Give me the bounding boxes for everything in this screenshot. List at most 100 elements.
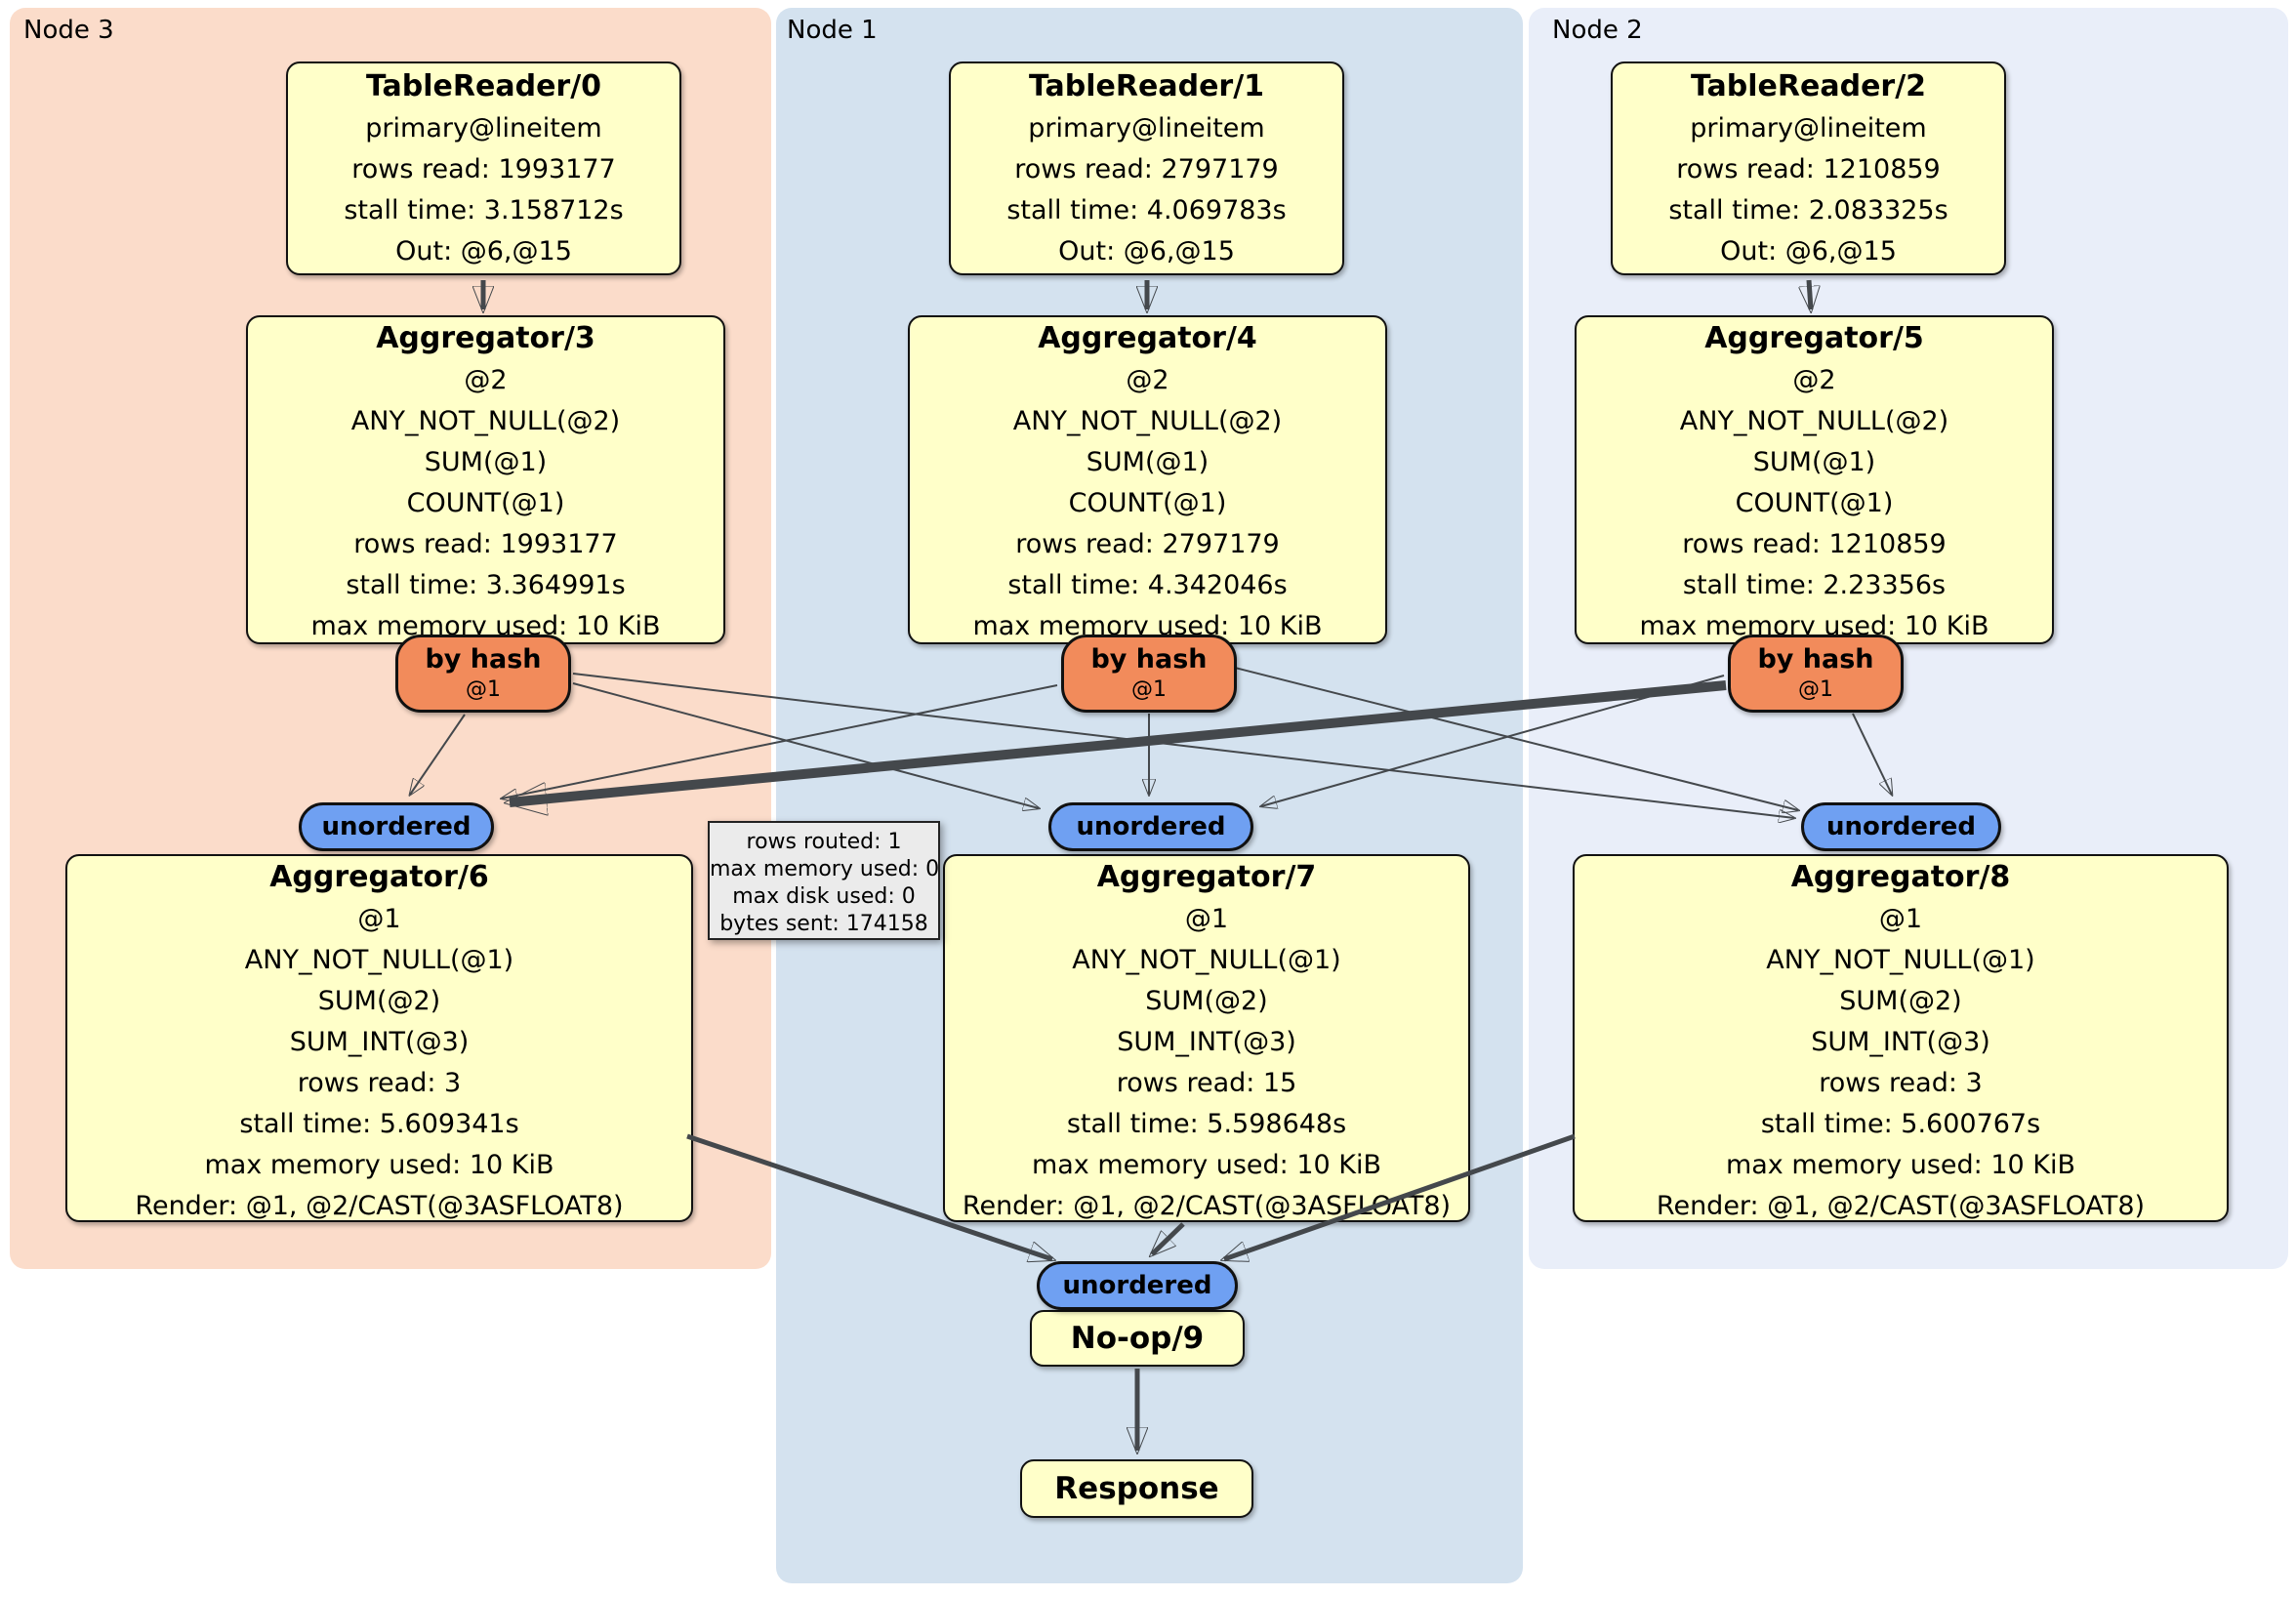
processor-line: SUM(@2): [1839, 986, 1962, 1016]
edge-aggregator8-final: [1224, 1133, 1576, 1259]
processor-line: stall time: 5.600767s: [1760, 1109, 2041, 1139]
processor-title: TableReader/0: [365, 69, 602, 103]
router-columns: @1: [466, 677, 501, 702]
processor-line: SUM(@1): [1086, 447, 1210, 477]
router-by-hash-node3[interactable]: by hash @1: [395, 635, 571, 713]
processor-line: ANY_NOT_NULL(@1): [1766, 945, 2035, 975]
processor-box-aggregator-5[interactable]: Aggregator/5 @2 ANY_NOT_NULL(@2) SUM(@1)…: [1575, 315, 2054, 644]
processor-box-aggregator-6[interactable]: Aggregator/6 @1 ANY_NOT_NULL(@1) SUM(@2)…: [65, 854, 693, 1222]
processor-line: SUM_INT(@3): [289, 1027, 470, 1057]
processor-line: ANY_NOT_NULL(@2): [350, 406, 621, 436]
router-by-hash-node2[interactable]: by hash @1: [1728, 635, 1904, 713]
processor-line: COUNT(@1): [1068, 488, 1227, 518]
processor-title: Aggregator/4: [1038, 321, 1257, 355]
stream-stats-tooltip: rows routed: 1 max memory used: 0 max di…: [708, 821, 940, 940]
processor-line: SUM_INT(@3): [1811, 1027, 1990, 1057]
processor-line: @2: [464, 365, 508, 395]
edge-hash5-unordered2: [1852, 713, 1892, 795]
stream-unordered-node2[interactable]: unordered: [1801, 802, 2001, 851]
router-columns: @1: [1131, 677, 1167, 702]
processor-title: Aggregator/6: [269, 860, 489, 894]
processor-line: Out: @6,@15: [1058, 236, 1235, 266]
processor-line: max memory used: 10 KiB: [1031, 1150, 1382, 1180]
processor-line: @2: [1126, 365, 1169, 395]
region-label-node3: Node 3: [23, 16, 114, 45]
processor-line: rows read: 1993177: [353, 529, 618, 559]
processor-line: @1: [357, 904, 401, 934]
processor-line: SUM_INT(@3): [1117, 1027, 1296, 1057]
processor-line: SUM(@1): [1752, 447, 1876, 477]
tooltip-line: max disk used: 0: [732, 884, 916, 909]
processor-line: rows read: 3: [297, 1068, 462, 1098]
edge-hash4-unordered2: [1234, 667, 1798, 810]
processor-title: Aggregator/8: [1790, 860, 2011, 894]
stream-unordered-node3[interactable]: unordered: [299, 802, 494, 851]
processor-line: ANY_NOT_NULL(@2): [1679, 406, 1949, 436]
processor-line: rows read: 2797179: [1014, 154, 1279, 184]
processor-line: rows read: 15: [1116, 1068, 1297, 1098]
processor-line: stall time: 3.158712s: [344, 195, 624, 225]
edge-hash4-unordered3: [502, 684, 1058, 798]
tooltip-line: bytes sent: 174158: [719, 912, 928, 936]
processor-title: TableReader/2: [1690, 69, 1927, 103]
router-label: by hash: [425, 644, 542, 675]
edge-aggregator6-final: [686, 1133, 1052, 1259]
processor-box-noop-9[interactable]: No-op/9: [1030, 1310, 1245, 1367]
processor-line: SUM(@2): [317, 986, 441, 1016]
processor-line: SUM(@1): [424, 447, 548, 477]
edge-hash5-unordered3-heavy[interactable]: [510, 680, 1727, 802]
processor-line: primary@lineitem: [1690, 113, 1927, 143]
router-by-hash-node1[interactable]: by hash @1: [1061, 635, 1237, 713]
processor-line: primary@lineitem: [1028, 113, 1265, 143]
processor-line: stall time: 4.069783s: [1006, 195, 1287, 225]
processor-line: primary@lineitem: [365, 113, 602, 143]
stream-unordered-node1[interactable]: unordered: [1048, 802, 1253, 851]
processor-line: max memory used: 10 KiB: [204, 1150, 554, 1180]
edge-tablereader2-aggregator5: [1809, 279, 1811, 309]
processor-box-response[interactable]: Response: [1020, 1459, 1253, 1518]
processor-box-tablereader-0[interactable]: TableReader/0 primary@lineitem rows read…: [286, 61, 681, 275]
tooltip-line: max memory used: 0: [710, 857, 940, 881]
processor-line: ANY_NOT_NULL(@1): [1072, 945, 1341, 975]
processor-line: rows read: 1210859: [1676, 154, 1941, 184]
region-label-node1: Node 1: [787, 16, 878, 45]
edge-hash3-unordered1: [572, 682, 1039, 808]
processor-line: stall time: 2.23356s: [1682, 570, 1947, 600]
processor-line: stall time: 2.083325s: [1668, 195, 1948, 225]
processor-line: stall time: 5.598648s: [1066, 1109, 1347, 1139]
edge-hash3-unordered3: [410, 714, 466, 795]
processor-title: Response: [1054, 1471, 1219, 1506]
router-label: by hash: [1757, 644, 1874, 675]
processor-box-aggregator-8[interactable]: Aggregator/8 @1 ANY_NOT_NULL(@1) SUM(@2)…: [1573, 854, 2229, 1222]
tooltip-line: rows routed: 1: [746, 830, 902, 854]
edge-aggregator7-final: [1152, 1222, 1185, 1254]
edge-hash3-unordered2: [572, 673, 1794, 818]
processor-title: Aggregator/5: [1704, 321, 1924, 355]
processor-box-tablereader-1[interactable]: TableReader/1 primary@lineitem rows read…: [949, 61, 1344, 275]
processor-line: @1: [1878, 904, 1923, 934]
stream-unordered-final[interactable]: unordered: [1037, 1261, 1238, 1310]
processor-line: Out: @6,@15: [395, 236, 572, 266]
processor-line: Render: @1, @2/CAST(@3ASFLOAT8): [1656, 1191, 2146, 1221]
processor-box-aggregator-7[interactable]: Aggregator/7 @1 ANY_NOT_NULL(@1) SUM(@2)…: [943, 854, 1470, 1222]
processor-line: SUM(@2): [1145, 986, 1268, 1016]
processor-line: Render: @1, @2/CAST(@3ASFLOAT8): [135, 1191, 624, 1221]
region-label-node2: Node 2: [1552, 16, 1643, 45]
processor-line: stall time: 4.342046s: [1007, 570, 1288, 600]
router-columns: @1: [1798, 677, 1833, 702]
processor-line: stall time: 5.609341s: [239, 1109, 519, 1139]
processor-title: No-op/9: [1070, 1321, 1205, 1356]
processor-line: rows read: 1210859: [1682, 529, 1947, 559]
processor-line: Out: @6,@15: [1720, 236, 1897, 266]
router-label: by hash: [1090, 644, 1208, 675]
processor-title: TableReader/1: [1028, 69, 1265, 103]
processor-line: @1: [1184, 904, 1229, 934]
processor-line: max memory used: 10 KiB: [1725, 1150, 2076, 1180]
processor-title: Aggregator/3: [376, 321, 595, 355]
processor-line: COUNT(@1): [1735, 488, 1894, 518]
processor-line: rows read: 1993177: [351, 154, 616, 184]
processor-line: COUNT(@1): [406, 488, 565, 518]
processor-box-tablereader-2[interactable]: TableReader/2 primary@lineitem rows read…: [1611, 61, 2006, 275]
